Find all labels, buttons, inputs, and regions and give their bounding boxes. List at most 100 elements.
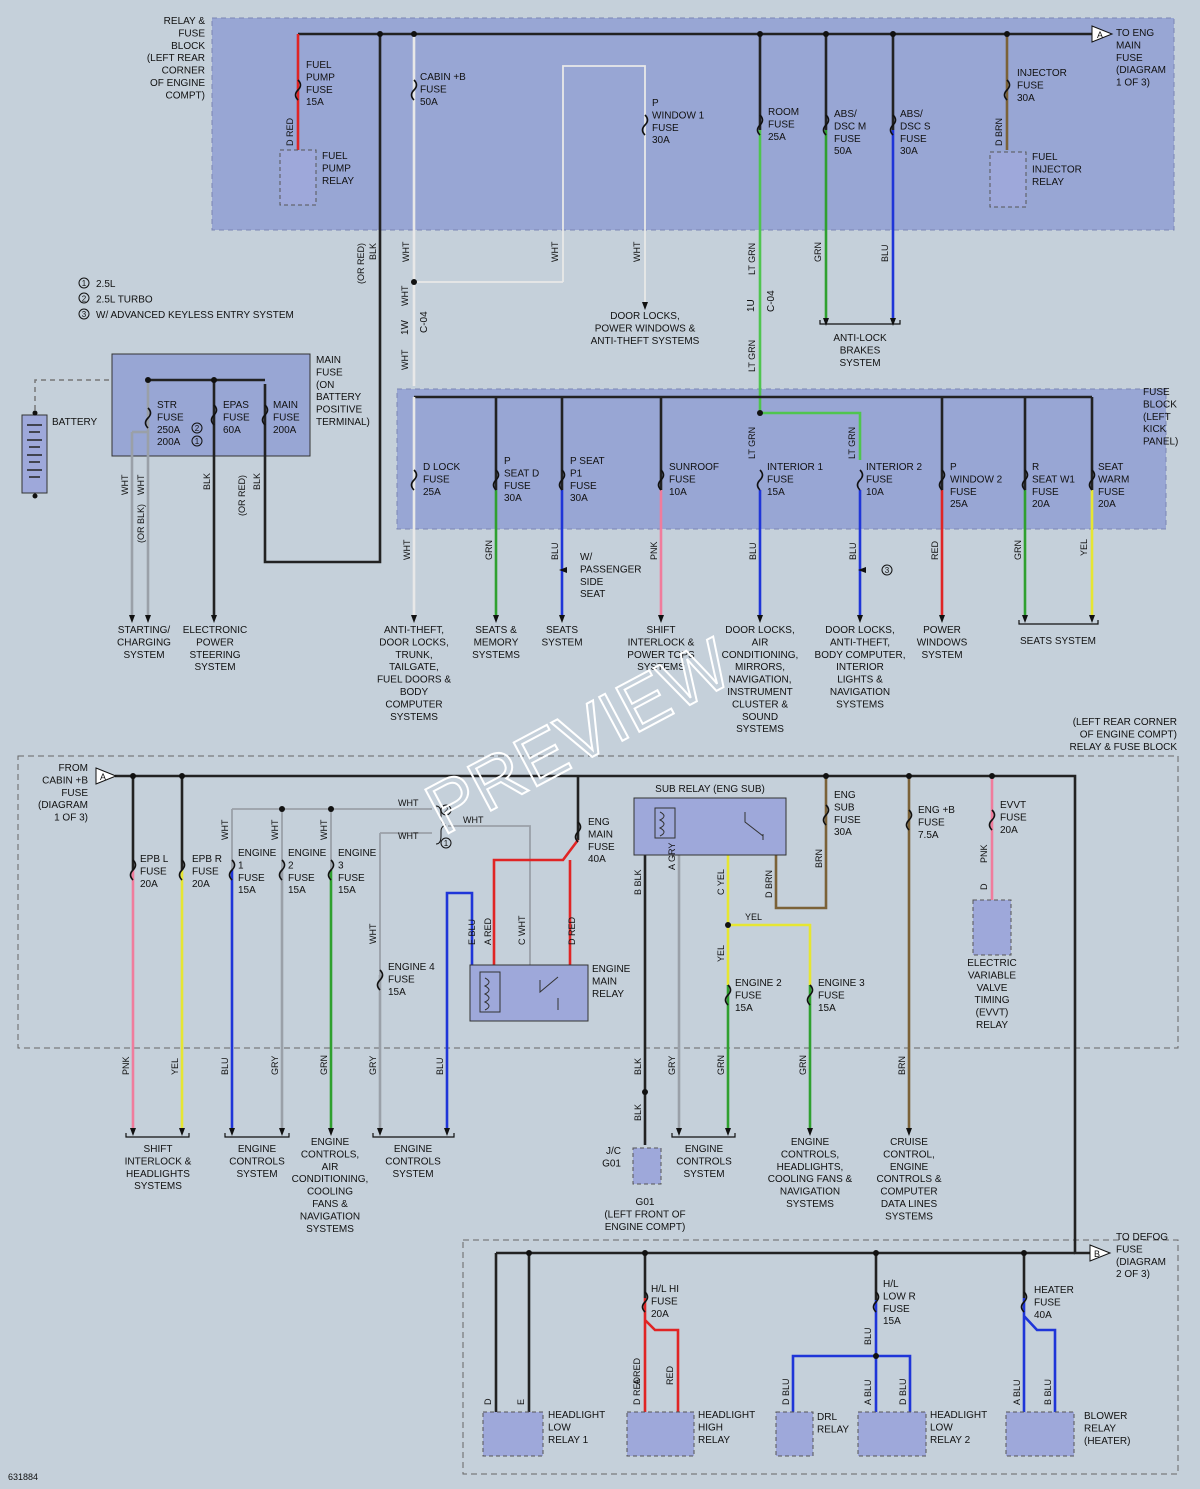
connector-flag-a-top [1091, 25, 1114, 43]
relay-fuse-block-top [211, 17, 1175, 231]
fuse-symbol [806, 984, 814, 1006]
battery-terminal [32, 410, 38, 416]
wire-label: WHT [270, 819, 280, 840]
arrow [130, 1128, 136, 1136]
arrow [377, 1128, 383, 1136]
wire-label: GRN [1013, 540, 1023, 560]
dot [890, 31, 896, 37]
fuse-symbol [1020, 1291, 1028, 1313]
dot [279, 806, 285, 812]
dot [145, 377, 151, 383]
fuse-symbol [756, 469, 764, 491]
fuse-symbol [872, 1291, 880, 1313]
connector-flag-a-mid [95, 767, 118, 785]
battery-label: BATTERY [52, 417, 98, 428]
arrow [857, 615, 863, 623]
dot [823, 31, 829, 37]
fuse-symbol [228, 859, 236, 881]
bracket [819, 320, 901, 325]
arrow [145, 615, 151, 623]
fuse-symbol [724, 984, 732, 1006]
arrow [676, 1128, 682, 1136]
wire-label: YEL [1079, 539, 1089, 556]
circle-1 [191, 435, 203, 447]
relay-label-sub_relay: SUB RELAY (ENG SUB) [655, 784, 765, 795]
fuel-pump-relay-box [279, 149, 317, 206]
dot [757, 31, 763, 37]
wire-label: D BLU [898, 1378, 908, 1405]
hl-low2-box [857, 1411, 927, 1457]
wire-label: YEL [170, 1058, 180, 1075]
wire-label: WHT [400, 285, 410, 306]
bracket [1018, 620, 1099, 625]
wire-label: C WHT [517, 915, 527, 945]
system-label-seats2: SEATS SYSTEM [1020, 636, 1096, 647]
fuse-symbol [822, 804, 830, 826]
arrow [1089, 615, 1095, 623]
wire-label: A BLU [1012, 1379, 1022, 1405]
connector-1w: 1W [400, 319, 411, 335]
arrow [559, 615, 565, 623]
blower-box [1005, 1411, 1075, 1457]
legend-circle [78, 308, 90, 320]
system-brackets [125, 320, 1099, 1138]
relay-switch-icon [539, 976, 559, 1010]
wire-blk-down [263, 34, 382, 564]
fuse-symbol [210, 404, 218, 426]
wire-label: BLK [202, 473, 212, 490]
wire-label: D BRN [764, 870, 774, 898]
bracket [125, 1133, 190, 1138]
arrow [807, 1128, 813, 1136]
wire-label: GRN [319, 1055, 329, 1075]
wire-label: BLK [252, 473, 262, 490]
wire-label: BLU [748, 542, 758, 560]
wire-label: (OR BLK) [136, 504, 146, 543]
wire-label: D [979, 883, 989, 890]
wire-yel-branch [728, 923, 812, 985]
fuse-symbols [129, 79, 1096, 1313]
relay-fuse-block-mid [17, 755, 1179, 1049]
legend-num: 1 [82, 279, 87, 288]
connector-1u: 1U [746, 299, 757, 312]
wire-label: C YEL [716, 869, 726, 895]
wire-label: BRN [897, 1056, 907, 1075]
circle-3 [881, 564, 893, 576]
wire-label: E BLU [467, 919, 477, 945]
fuse-symbol [376, 969, 384, 991]
wire-label: LT GRN [847, 427, 857, 459]
wire-hl-hi [643, 1298, 680, 1412]
wire-label: D RED [632, 1376, 642, 1405]
fuse-symbol [1021, 469, 1029, 491]
wire-label: BLU [880, 244, 890, 262]
wire-label: BLK [633, 1058, 643, 1075]
connector-flag-b-bot [1089, 1244, 1112, 1262]
connector-c04b: C-04 [766, 290, 777, 312]
dot [526, 1250, 532, 1256]
hl-high-box [626, 1411, 695, 1457]
bracket [372, 1133, 455, 1138]
dot [989, 773, 995, 779]
dot [642, 1089, 648, 1095]
wire-label: GRN [484, 540, 494, 560]
wire-engine4-wht [379, 832, 432, 975]
arrow [939, 615, 945, 623]
